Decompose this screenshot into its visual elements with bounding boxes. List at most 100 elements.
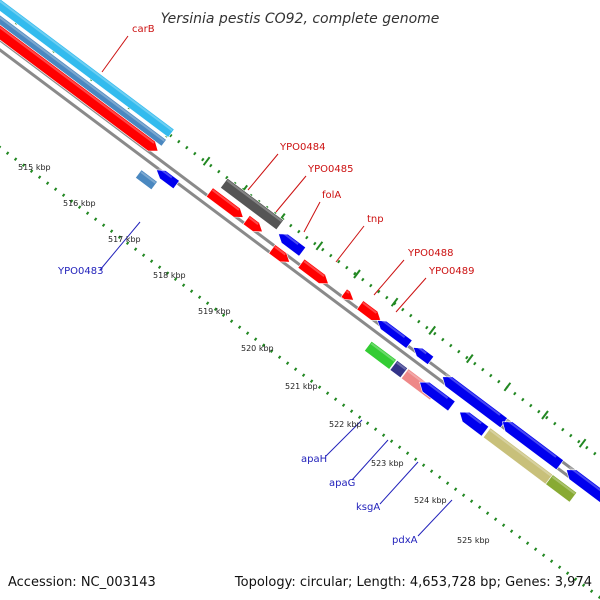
leader-YPO0483: [99, 221, 141, 271]
apaG-gene-highlight: [396, 361, 407, 370]
ksgA-reverse-gene: [419, 381, 456, 412]
gene-label-YPO0488[interactable]: YPO0488: [407, 248, 453, 259]
carB-gene-highlight: [0, 26, 155, 144]
leader-YPO0488: [373, 259, 405, 296]
leader-YPO0484: [247, 153, 279, 191]
YPO0489-b-gene: [356, 300, 382, 321]
YPO0488-gene: [297, 258, 329, 285]
gene-label-YPO0485[interactable]: YPO0485: [307, 164, 353, 175]
downstream-reverse-gene: [501, 421, 565, 471]
folA-gene: [242, 214, 263, 233]
leader-tnp: [335, 225, 365, 263]
gene-label-YPO0484[interactable]: YPO0484: [279, 142, 325, 153]
YPO0489-b-gene-highlight: [362, 302, 378, 314]
gene-label-apaG[interactable]: apaG: [329, 478, 355, 489]
tnp-gene: [277, 233, 307, 257]
tick-label: 524 kbp: [414, 496, 447, 505]
tick-label: 519 kbp: [198, 307, 231, 316]
tick-label: 517 kbp: [108, 235, 141, 244]
outer-major-tick: [202, 156, 211, 166]
outer-major-tick: [465, 354, 474, 364]
ksgA-reverse-gene-highlight: [422, 378, 449, 399]
topology-text: Topology: circular; Length: 4,653,728 bp…: [234, 575, 592, 590]
tnp-orf-gene: [268, 244, 291, 263]
YPO0485-gene-highlight: [211, 189, 240, 211]
folA-gene-highlight: [248, 216, 259, 225]
apaG-reverse-gene-highlight: [415, 344, 427, 355]
downstream-reverse-gene-2: [566, 469, 600, 503]
outer-major-tick: [578, 438, 587, 448]
downstream-gene-highlight: [551, 476, 576, 495]
label-leader-lines: [99, 35, 453, 537]
gene-label-YPO0483[interactable]: YPO0483: [57, 266, 103, 277]
tick-label: 520 kbp: [241, 344, 274, 353]
tick-label: 515 kbp: [18, 163, 51, 172]
YPO0489-a-gene: [340, 288, 355, 301]
apaG-reverse-gene: [412, 347, 435, 366]
gene-label-YPO0489[interactable]: YPO0489: [428, 266, 474, 277]
outer-major-tick: [503, 382, 512, 392]
leader-YPO0485: [275, 175, 307, 213]
gene-label-pdxA[interactable]: pdxA: [392, 535, 418, 546]
leader-pdxA: [417, 499, 453, 537]
gene-label-folA[interactable]: folA: [322, 190, 341, 201]
tick-label: 516 kbp: [63, 199, 96, 208]
YPO0485-gene: [205, 187, 244, 218]
tick-label: 523 kbp: [371, 459, 404, 468]
pdxA-strand-gene-highlight: [462, 408, 482, 425]
outer-major-tick: [315, 241, 324, 251]
leader-YPO0489: [395, 277, 427, 313]
apaH-reverse-gene-highlight: [379, 317, 406, 338]
cyan-track-highlight: [0, 0, 173, 132]
downstream-gene: [545, 474, 578, 503]
steel-track-highlight: [0, 16, 165, 142]
outer-major-tick: [541, 410, 549, 420]
downstream-reverse-gene-2-highlight: [569, 466, 600, 492]
tnp-gene-highlight: [280, 230, 299, 245]
YPO0483-gene-highlight: [158, 167, 173, 179]
leader-apaH: [325, 419, 363, 457]
apaH-reverse-gene: [376, 320, 413, 349]
outer-major-tick: [390, 297, 399, 307]
YPO0483-block-highlight: [140, 171, 156, 184]
tick-label: 525 kbp: [457, 536, 490, 545]
YPO0488-gene-highlight: [303, 260, 325, 277]
YPO0483-gene: [155, 169, 180, 190]
accession-text: Accession: NC_003143: [8, 575, 156, 590]
cyan-track: [0, 0, 175, 138]
gene-label-carB[interactable]: carB: [132, 24, 155, 35]
gene-label-tnp[interactable]: tnp: [367, 214, 384, 225]
tick-label: 518 kbp: [153, 271, 186, 280]
outer-major-tick: [353, 269, 361, 279]
downstream-reverse-gene-highlight: [505, 418, 557, 458]
gene-label-apaH[interactable]: apaH: [301, 454, 327, 465]
YPO0484-gene-highlight: [226, 179, 283, 222]
tnp-orf-gene-highlight: [274, 246, 286, 256]
leader-folA: [303, 201, 321, 233]
pdxA-reverse-gene-highlight: [445, 373, 501, 416]
YPO0483-block: [134, 169, 158, 191]
gene-label-ksgA[interactable]: ksgA: [356, 502, 380, 513]
apaH-gene-highlight: [370, 342, 395, 362]
pdxA-gene-highlight: [489, 429, 552, 477]
carB-gene: [0, 24, 159, 152]
map-title: Yersinia pestis CO92, complete genome: [161, 11, 440, 27]
outer-major-tick: [428, 325, 437, 335]
tick-label: 521 kbp: [285, 382, 318, 391]
pdxA-reverse-gene: [441, 376, 509, 429]
pdxA-strand-gene: [459, 411, 490, 437]
steel-track: [0, 14, 167, 147]
gene-features: [0, 0, 600, 503]
leader-apaG: [351, 439, 389, 481]
leader-carB: [101, 35, 129, 73]
leader-ksgA: [379, 461, 419, 505]
tick-label: 522 kbp: [329, 420, 362, 429]
apaG-gene: [389, 359, 409, 379]
apaH-gene: [363, 340, 397, 370]
outer-tick-circle: [0, 5, 600, 460]
tick-labels: 515 kbp 516 kbp 517 kbp 518 kbp 519 kbp 520 k…: [18, 163, 490, 545]
YPO0484-gene: [219, 177, 285, 231]
inner-tick-circle: [0, 145, 600, 600]
